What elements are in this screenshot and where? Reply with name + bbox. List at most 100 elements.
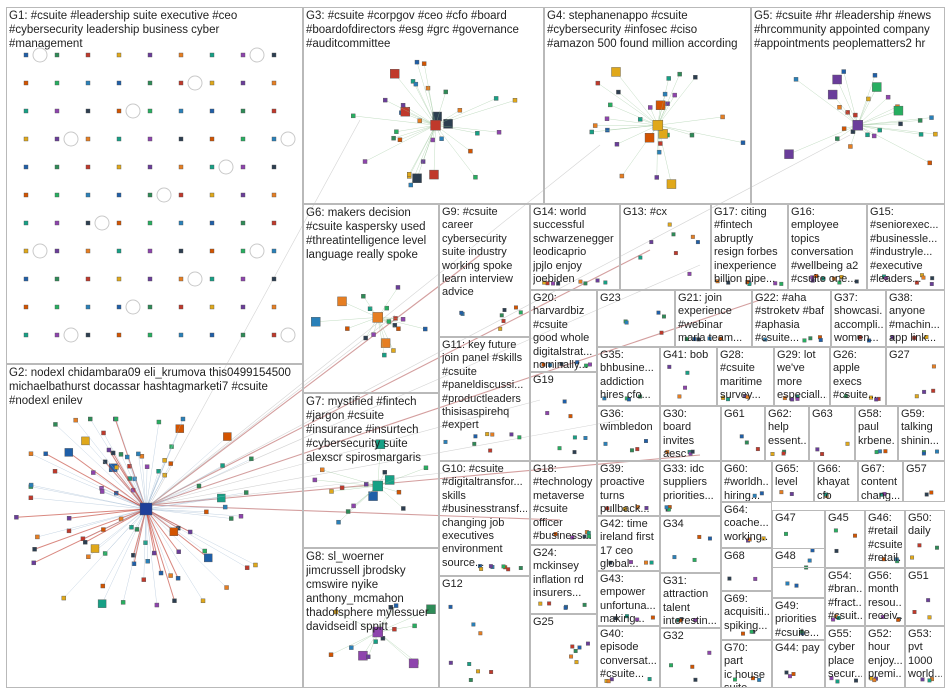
node-g4 bbox=[611, 67, 621, 77]
node-g2 bbox=[204, 553, 213, 563]
group-label-g5: G5: #csuite #hr #leadership #news #hrcom… bbox=[754, 10, 932, 51]
edge-g2 bbox=[145, 485, 200, 510]
group-label-g63: G63 bbox=[812, 408, 833, 420]
group-label-g2: G2: nodexl chidambara09 eli_krumova this… bbox=[9, 367, 291, 408]
edge-g4 bbox=[616, 124, 658, 145]
node-g1 bbox=[271, 276, 277, 282]
node-g63 bbox=[815, 447, 820, 452]
node-g2 bbox=[253, 562, 258, 568]
node-g3 bbox=[400, 106, 411, 117]
node-g22 bbox=[808, 336, 813, 341]
node-g9 bbox=[498, 326, 503, 331]
group-label-g26: G26: apple execs #csuite... bbox=[833, 349, 878, 402]
node-g6 bbox=[363, 335, 368, 341]
group-box-g49: G49: priorities #csuite... bbox=[772, 598, 825, 640]
node-g5 bbox=[827, 89, 838, 100]
node-g2 bbox=[169, 527, 179, 536]
group-box-g5: G5: #csuite #hr #leadership #news #hrcom… bbox=[751, 7, 945, 204]
node-g6 bbox=[382, 352, 387, 358]
node-g3 bbox=[397, 137, 403, 143]
node-g42 bbox=[629, 560, 633, 565]
node-g4 bbox=[655, 100, 666, 110]
node-g15 bbox=[930, 276, 935, 281]
group-label-g46: G46: #retail #csuite #retail... bbox=[868, 512, 902, 565]
node-g22 bbox=[763, 337, 768, 342]
node-g1 bbox=[240, 276, 246, 282]
node-g46 bbox=[894, 557, 899, 562]
group-label-g20: G20: harvardbiz #csuite good whole digit… bbox=[533, 292, 593, 372]
node-g2 bbox=[90, 544, 100, 553]
node-g6 bbox=[391, 348, 396, 353]
node-g22 bbox=[802, 338, 807, 343]
edge-g2 bbox=[145, 421, 160, 510]
group-box-g1: G1: #csuite #leadership suite executive … bbox=[6, 7, 303, 364]
group-box-g23: G23 bbox=[597, 290, 675, 347]
group-box-g36: G36: wimbledon bbox=[597, 406, 660, 461]
edge-g3 bbox=[408, 125, 436, 175]
node-g1 bbox=[54, 136, 60, 142]
inter-group-edge bbox=[149, 504, 561, 521]
edge-g4 bbox=[657, 116, 723, 126]
edge-g7 bbox=[377, 467, 427, 487]
node-g26 bbox=[843, 394, 848, 399]
node-g24 bbox=[582, 602, 587, 607]
node-g14 bbox=[595, 278, 600, 283]
inter-group-edge bbox=[149, 314, 396, 506]
node-g7 bbox=[339, 485, 345, 490]
node-g34 bbox=[697, 534, 702, 539]
node-g16 bbox=[814, 274, 818, 279]
group-label-g37: G37: showcasi... accompli... women... bbox=[834, 292, 883, 345]
group-box-g52: G52: hour enjoy... premi... bbox=[865, 626, 905, 688]
node-g39 bbox=[623, 506, 627, 511]
node-g4 bbox=[592, 123, 598, 128]
group-box-g3: G3: #csuite #corpgov #ceo #cfo #board #b… bbox=[303, 7, 544, 204]
node-g1 bbox=[209, 220, 215, 226]
node-g17 bbox=[726, 280, 731, 285]
group-box-g70: G70: part ic house suite... bbox=[721, 640, 772, 688]
node-g56 bbox=[896, 617, 901, 622]
node-g27 bbox=[931, 388, 936, 393]
node-g6 bbox=[395, 285, 401, 290]
node-g2 bbox=[136, 451, 141, 457]
node-g50 bbox=[910, 555, 915, 560]
group-box-g44: G44: pay bbox=[772, 640, 825, 688]
group-box-g15: G15: #seniorexec... #businessle... #indu… bbox=[867, 204, 945, 290]
group-box-g54: G54: #bran... #fract... #csuit... bbox=[825, 568, 865, 626]
edge-g5 bbox=[857, 123, 901, 126]
node-g53 bbox=[927, 678, 932, 683]
node-g2 bbox=[100, 583, 106, 589]
node-g6 bbox=[311, 317, 321, 327]
edge-g2 bbox=[16, 508, 147, 518]
edge-g2 bbox=[69, 508, 147, 519]
edge-g3 bbox=[435, 124, 478, 134]
node-g4 bbox=[614, 142, 620, 147]
node-g20 bbox=[559, 362, 564, 366]
group-label-g39: G39: proactive turns pullback... bbox=[600, 463, 650, 516]
node-g9 bbox=[499, 313, 504, 318]
node-g20 bbox=[541, 362, 546, 367]
node-g17 bbox=[715, 279, 720, 284]
node-g3 bbox=[425, 85, 431, 91]
group-label-g31: G31: attraction talent interestin... bbox=[663, 575, 717, 628]
node-g19 bbox=[568, 414, 573, 419]
inter-group-edge bbox=[149, 419, 621, 506]
node-g1 bbox=[54, 304, 60, 310]
node-g2 bbox=[28, 451, 34, 456]
node-g5 bbox=[853, 112, 858, 118]
node-g2 bbox=[204, 509, 209, 515]
node-g19 bbox=[572, 450, 577, 455]
edge-g2 bbox=[138, 453, 147, 510]
node-g9 bbox=[501, 319, 506, 323]
group-box-g21: G21: join experience #webinar marla team… bbox=[675, 290, 752, 347]
node-g41 bbox=[667, 364, 672, 369]
node-g8 bbox=[393, 603, 399, 608]
group-box-g37: G37: showcasi... accompli... women... bbox=[831, 290, 886, 347]
group-box-g19: G19 bbox=[530, 372, 597, 461]
node-g56 bbox=[880, 615, 885, 619]
node-g1 bbox=[23, 248, 29, 254]
node-g1 bbox=[178, 332, 184, 338]
group-label-g17: G17: citing #fintech abruptly resign for… bbox=[714, 206, 778, 286]
node-g3 bbox=[408, 182, 414, 188]
node-g2 bbox=[134, 527, 140, 532]
node-g52 bbox=[872, 678, 877, 683]
